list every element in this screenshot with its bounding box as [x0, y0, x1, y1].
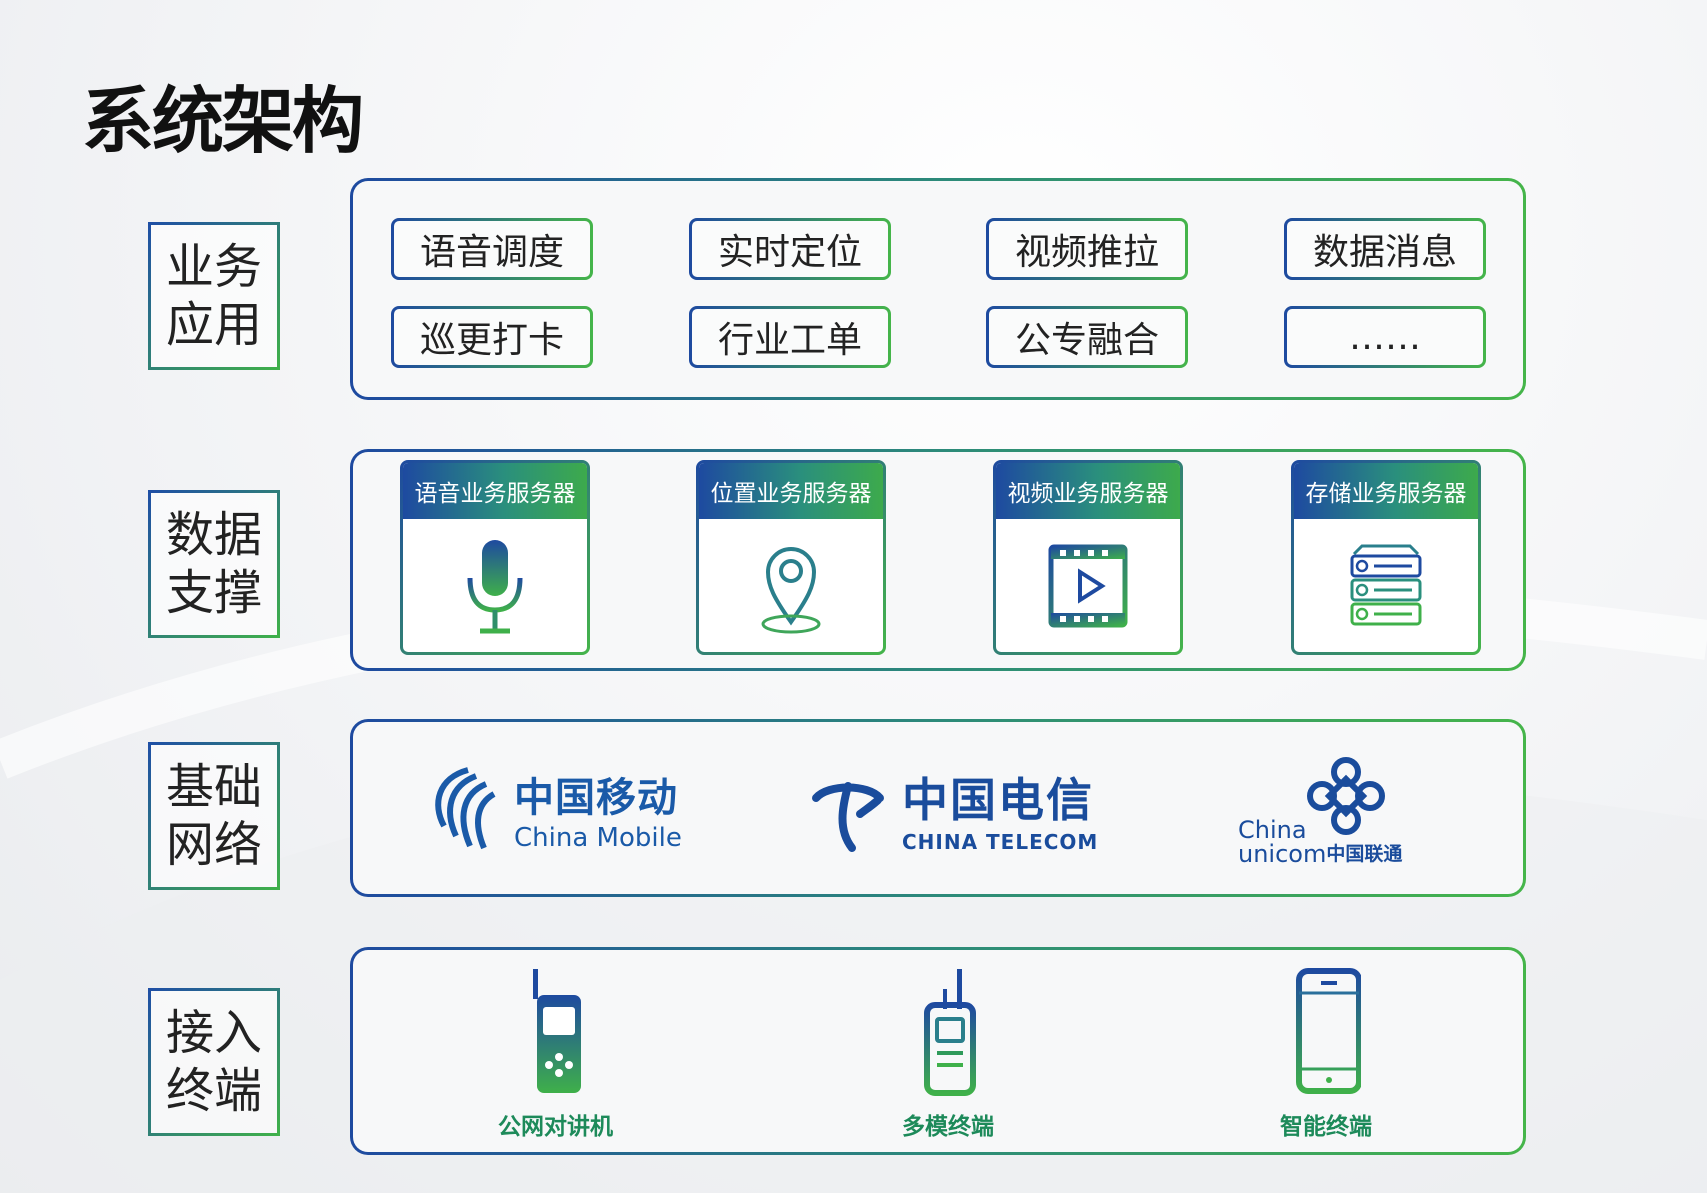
page-title: 系统架构	[82, 79, 364, 163]
china-mobile-emblem-icon	[435, 767, 496, 850]
server-card-title: 视频业务服务器	[996, 463, 1180, 519]
storage-server-icon	[1350, 544, 1422, 625]
app-tag-network-fusion: 公专融合	[986, 306, 1188, 368]
terminal-label: 公网对讲机	[498, 1114, 613, 1140]
location-pin-icon	[761, 546, 821, 633]
china-telecom-cn: 中国电信	[902, 773, 1094, 827]
china-telecom-en: CHINA TELECOM	[902, 830, 1099, 854]
app-tag-patrol-checkin: 巡更打卡	[391, 306, 593, 368]
china-unicom-en1: China	[1238, 816, 1307, 844]
microphone-icon	[467, 539, 523, 633]
china-telecom-emblem-icon	[812, 782, 884, 852]
app-tag-voice-dispatch: 语音调度	[391, 218, 593, 280]
multimode-radio-icon	[924, 969, 976, 1096]
walkie-talkie-icon	[532, 969, 581, 1093]
china-mobile-en: China Mobile	[514, 823, 682, 853]
server-card-location: 位置业务服务器	[696, 460, 886, 655]
app-tag-video-stream: 视频推拉	[986, 218, 1188, 280]
server-card-video: 视频业务服务器	[993, 460, 1183, 655]
layer-label-network: 基础网络	[148, 742, 280, 890]
server-card-title: 语音业务服务器	[403, 463, 587, 519]
china-mobile-logo: 中国移动 China Mobile	[428, 764, 682, 854]
server-card-title: 位置业务服务器	[699, 463, 883, 519]
china-unicom-en2: unicom	[1238, 840, 1327, 868]
layer-label-data: 数据支撑	[148, 490, 280, 638]
terminal-label: 多模终端	[902, 1114, 994, 1140]
layer-label-terminal: 接入终端	[148, 988, 280, 1136]
app-tag-work-order: 行业工单	[689, 306, 891, 368]
china-mobile-cn: 中国移动	[514, 775, 678, 821]
app-tag-realtime-location: 实时定位	[689, 218, 891, 280]
china-unicom-cn: 中国联通	[1326, 843, 1403, 865]
server-card-title: 存储业务服务器	[1294, 463, 1478, 519]
smartphone-icon	[1296, 968, 1362, 1094]
terminal-multimode: 多模终端	[902, 965, 994, 1141]
terminal-label: 智能终端	[1280, 1114, 1372, 1140]
china-unicom-knot-icon	[1307, 757, 1385, 835]
app-tag-data-message: 数据消息	[1284, 218, 1486, 280]
china-telecom-logo: 中国电信 CHINA TELECOM	[808, 764, 1098, 854]
china-unicom-logo: China unicom 中国联通	[1238, 756, 1402, 866]
app-tag-more: ……	[1284, 306, 1486, 368]
server-card-storage: 存储业务服务器	[1291, 460, 1481, 655]
layer-label-business: 业务应用	[148, 222, 280, 370]
terminal-walkie-talkie: 公网对讲机	[498, 965, 613, 1141]
terminal-smartphone: 智能终端	[1280, 965, 1372, 1141]
server-card-voice: 语音业务服务器	[400, 460, 590, 655]
video-play-icon	[1048, 544, 1128, 627]
